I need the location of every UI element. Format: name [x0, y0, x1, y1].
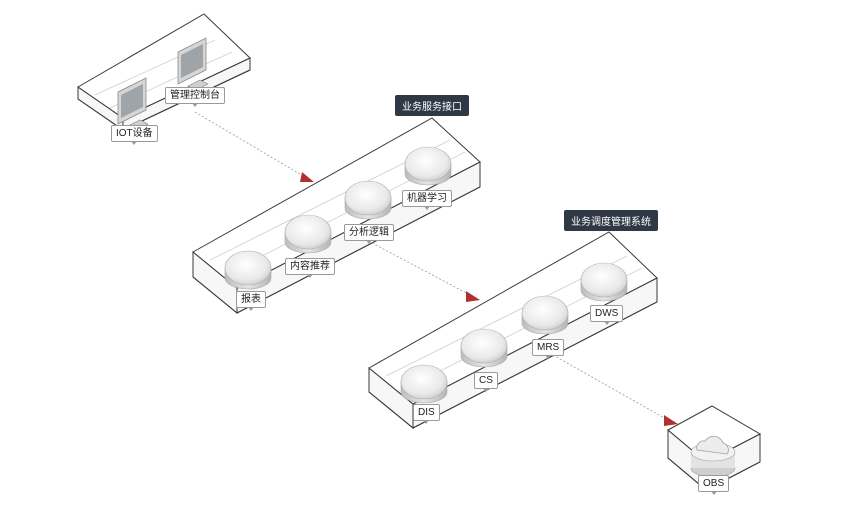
console-monitor-icon	[177, 37, 209, 91]
flow-mrs-to-obs	[552, 354, 678, 426]
node-label-report[interactable]: 报表	[236, 291, 266, 311]
node-label-recommend[interactable]: 内容推荐	[285, 258, 335, 278]
ml-disk-icon	[404, 146, 452, 186]
group-title-scheduling: 业务调度管理系统	[564, 210, 658, 231]
node-label-console[interactable]: 管理控制台	[165, 87, 225, 107]
node-label-obs[interactable]: OBS	[698, 475, 730, 495]
node-label-dis[interactable]: DIS	[413, 404, 440, 424]
node-label-ml[interactable]: 机器学习	[402, 190, 452, 210]
cloud-storage-icon	[690, 435, 736, 478]
report-disk-icon	[224, 250, 272, 290]
node-label-analysis[interactable]: 分析逻辑	[344, 224, 394, 244]
node-label-mrs[interactable]: MRS	[532, 339, 565, 359]
iot-monitor-icon	[117, 77, 149, 131]
cs-disk-icon	[460, 328, 508, 368]
node-label-iot[interactable]: IOT设备	[111, 125, 158, 145]
terminal-box	[77, 13, 251, 131]
dws-disk-icon	[580, 262, 628, 302]
dis-disk-icon	[400, 364, 448, 404]
flow-analysis-to-mrs	[371, 242, 480, 302]
recommend-disk-icon	[284, 214, 332, 254]
group-title-service: 业务服务接口	[395, 95, 469, 116]
node-label-cs[interactable]: CS	[474, 372, 498, 392]
flow-console-to-analysis	[194, 111, 314, 182]
analysis-disk-icon	[344, 180, 392, 220]
mrs-disk-icon	[521, 295, 569, 335]
node-label-dws[interactable]: DWS	[590, 305, 624, 325]
